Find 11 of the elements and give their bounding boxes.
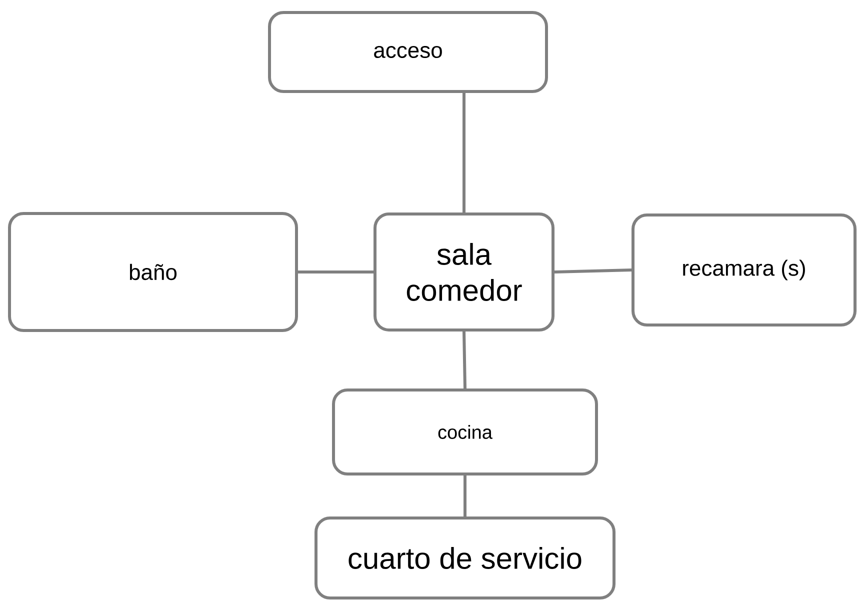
room-box: cuarto de servicio — [314, 516, 616, 600]
room-box: sala comedor — [374, 212, 554, 332]
connector-line — [462, 331, 466, 389]
connector-line — [464, 475, 466, 516]
room-box: baño — [8, 212, 298, 332]
connector-line — [298, 270, 374, 274]
room-box: cocina — [332, 388, 598, 476]
room-box: recamara (s) — [632, 213, 856, 326]
room-box: acceso — [268, 11, 548, 93]
connector-line — [554, 268, 632, 274]
connector-line — [462, 92, 466, 212]
